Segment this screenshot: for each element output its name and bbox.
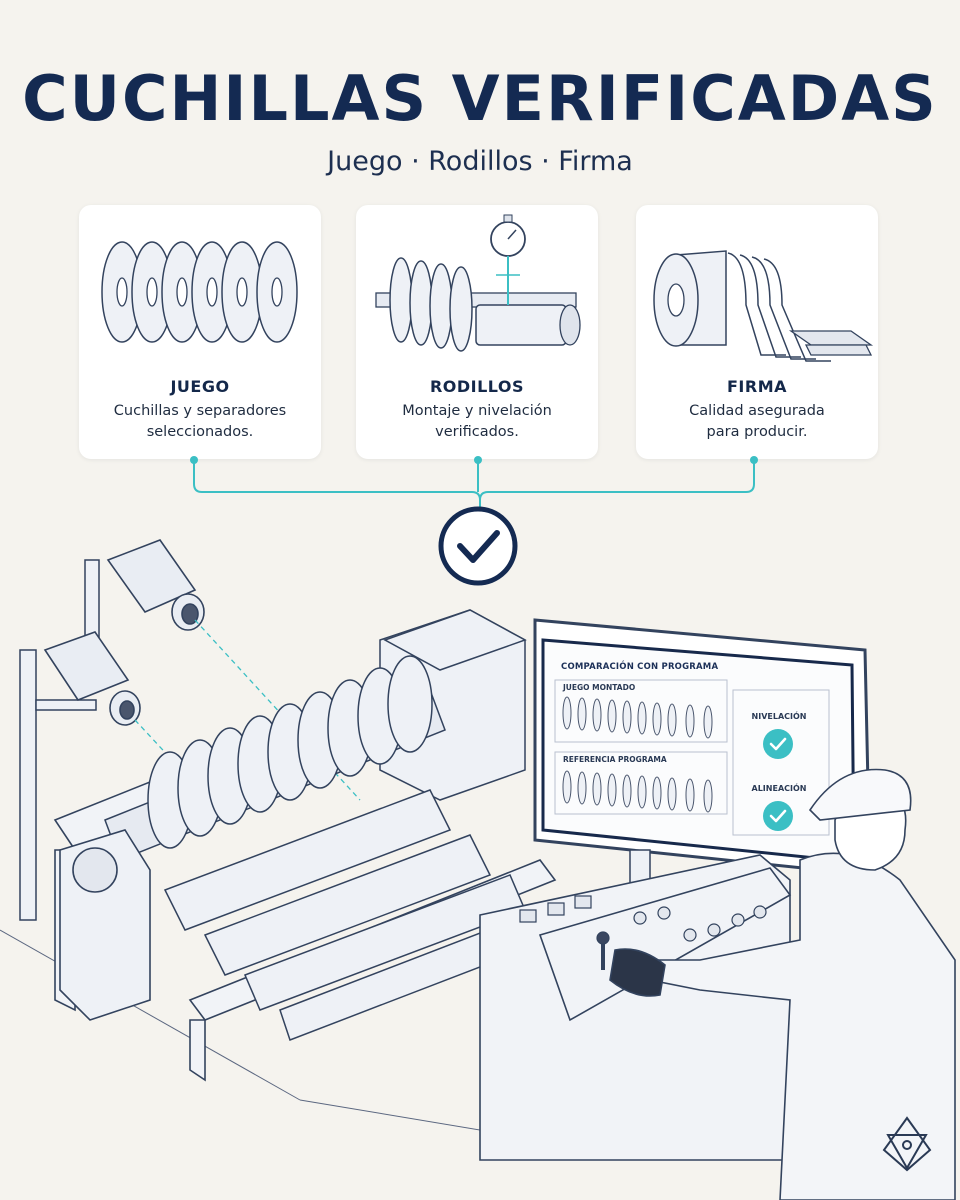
joystick <box>596 931 610 970</box>
screen-title: COMPARACIÓN CON PROGRAMA <box>561 662 719 672</box>
camera-icon <box>43 539 205 726</box>
blade-set-icon <box>101 241 298 343</box>
coil-strips-icon <box>653 250 874 362</box>
logo-icon <box>882 1116 932 1172</box>
blade-shaft <box>104 655 446 861</box>
control-console <box>479 854 792 1161</box>
status-nivelacion: NIVELACIÓN <box>751 712 807 721</box>
operator-icon <box>609 768 956 1200</box>
screen-section-juego: JUEGO MONTADO <box>563 683 636 692</box>
card-desc-rodillos: Montaje y nivelación verificados. <box>402 403 552 440</box>
console-buttons <box>519 895 767 942</box>
card-title-juego: JUEGO <box>170 377 230 396</box>
connector-lines <box>193 460 755 508</box>
check-icon <box>763 729 793 831</box>
card-juego: JUEGO Cuchillas y separadores selecciona… <box>79 205 321 459</box>
status-alineacion: ALINEACIÓN <box>751 784 807 793</box>
page-subtitle: Juego · Rodillos · Firma <box>327 146 633 177</box>
end-housing <box>59 829 151 1021</box>
card-title-firma: FIRMA <box>726 377 787 396</box>
card-desc-firma: Calidad asegurada para producir. <box>689 403 825 440</box>
card-firma: FIRMA Calidad asegurada para producir. <box>636 205 878 459</box>
check-circle-icon <box>438 506 518 586</box>
screen-section-referencia: REFERENCIA PROGRAMA <box>563 755 667 764</box>
card-desc-juego: Cuchillas y separadores seleccionados. <box>113 403 287 440</box>
card-title-rodillos: RODILLOS <box>429 377 525 396</box>
page-title: CUCHILLAS VERIFICADAS <box>22 62 938 135</box>
card-rodillos: RODILLOS Montaje y nivelación verificado… <box>356 205 598 459</box>
monitor <box>533 618 872 891</box>
roller-gauge-icon <box>375 214 581 352</box>
